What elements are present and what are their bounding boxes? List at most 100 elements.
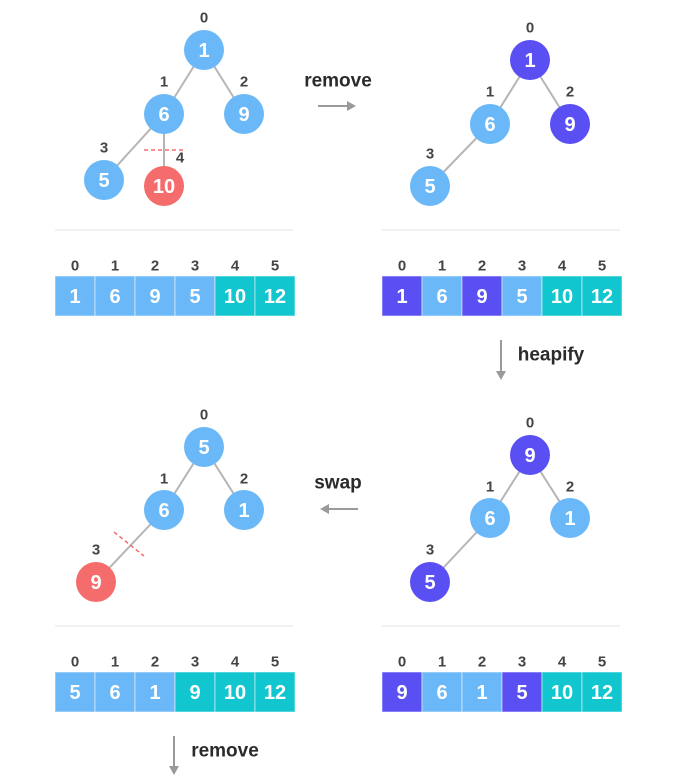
tree-node: 53 xyxy=(84,140,124,200)
array-cell-value: 6 xyxy=(436,286,447,308)
array-cell-value: 5 xyxy=(69,682,80,704)
node-circle xyxy=(550,498,590,538)
tree-node: 61 xyxy=(470,84,510,144)
array-cell: 10 4 xyxy=(214,654,256,713)
node-circle xyxy=(84,160,124,200)
node-circle xyxy=(410,166,450,206)
node-value: 6 xyxy=(484,114,495,136)
node-circle xyxy=(224,94,264,134)
tree-node: 92 xyxy=(550,84,590,144)
node-value: 5 xyxy=(424,572,435,594)
array-cell-value: 10 xyxy=(551,286,573,308)
node-index: 4 xyxy=(176,150,185,167)
array-cell-box xyxy=(174,275,216,317)
array-cell-box xyxy=(581,671,623,713)
node-index: 2 xyxy=(566,479,574,496)
node-circle xyxy=(144,166,184,206)
tree-node: 93 xyxy=(76,542,116,602)
array-cell-index: 4 xyxy=(231,654,240,671)
array-cell-value: 1 xyxy=(69,286,80,308)
node-circle xyxy=(510,40,550,80)
tree-node: 92 xyxy=(224,74,264,134)
node-value: 5 xyxy=(198,437,209,459)
arrow-remove-next xyxy=(169,736,179,775)
array-cell-value: 12 xyxy=(264,682,286,704)
array-cell: 125 xyxy=(581,258,623,317)
node-index: 2 xyxy=(240,471,248,488)
tree-node: 50 xyxy=(184,407,224,467)
array-cell: 92 xyxy=(461,258,503,317)
array-cell-value: 6 xyxy=(109,286,120,308)
tree-node: 53 xyxy=(410,542,450,602)
node-index: 0 xyxy=(200,10,208,27)
node-index: 1 xyxy=(160,74,168,91)
array-cell-box xyxy=(54,275,96,317)
tree-node: 10 xyxy=(184,10,224,70)
node-index: 3 xyxy=(426,146,434,163)
node-index: 2 xyxy=(566,84,574,101)
array-cell-box xyxy=(541,275,583,317)
array-cell-box xyxy=(254,671,296,713)
node-circle xyxy=(76,562,116,602)
array-cell: 125 xyxy=(254,654,296,713)
array-cell-value: 6 xyxy=(436,682,447,704)
node-index: 2 xyxy=(240,74,248,91)
node-circle xyxy=(470,498,510,538)
node-value: 6 xyxy=(158,500,169,522)
array-cell-box xyxy=(94,671,136,713)
array-cell-value: 5 xyxy=(516,286,527,308)
array-cell-value: 5 xyxy=(189,286,200,308)
array-cell: 12 5 xyxy=(254,258,296,317)
array-cell-index: 3 xyxy=(518,258,526,275)
array-cell-value: 10 xyxy=(551,682,573,704)
node-value: 9 xyxy=(238,104,249,126)
node-index: 1 xyxy=(486,479,494,496)
array-cell-value: 9 xyxy=(396,682,407,704)
step-label-remove-next: remove xyxy=(191,741,259,762)
node-index: 1 xyxy=(160,471,168,488)
array-cell: 53 xyxy=(501,654,543,713)
array-cell-index: 3 xyxy=(518,654,526,671)
array-cell: 10 xyxy=(381,258,423,317)
array-cell: 61 xyxy=(94,654,136,713)
node-value: 6 xyxy=(484,508,495,530)
array-cell-value: 12 xyxy=(264,286,286,308)
node-index: 1 xyxy=(486,84,494,101)
array-cell: 53 xyxy=(174,258,216,317)
node-circle xyxy=(410,562,450,602)
array-cell: 53 xyxy=(501,258,543,317)
array-cell-index: 3 xyxy=(191,654,199,671)
array-cell-index: 5 xyxy=(271,258,279,275)
array-cell-box xyxy=(214,275,256,317)
node-index: 0 xyxy=(526,415,534,432)
array-cell-index: 5 xyxy=(598,654,606,671)
array-cell: 61 xyxy=(94,258,136,317)
node-value: 1 xyxy=(198,40,209,62)
array-cell-box xyxy=(381,275,423,317)
array-cell: 61 xyxy=(421,654,463,713)
tree-node: 90 xyxy=(510,415,550,475)
array-cell: 50 xyxy=(54,654,96,713)
array-cell-value: 5 xyxy=(516,682,527,704)
node-value: 10 xyxy=(153,176,175,198)
step-label-remove: remove xyxy=(304,71,372,92)
arrow-remove xyxy=(318,101,356,111)
array-cell-index: 1 xyxy=(111,654,119,671)
array-cell-box xyxy=(134,671,176,713)
array-cell-value: 10 xyxy=(224,286,246,308)
array-cell-box xyxy=(421,275,463,317)
array-cell-value: 10 xyxy=(224,682,246,704)
array-cell: 104 xyxy=(214,258,256,317)
node-index: 3 xyxy=(426,542,434,559)
array-cell-index: 4 xyxy=(558,654,567,671)
node-circle xyxy=(550,104,590,144)
array-cell-index: 4 xyxy=(558,258,567,275)
